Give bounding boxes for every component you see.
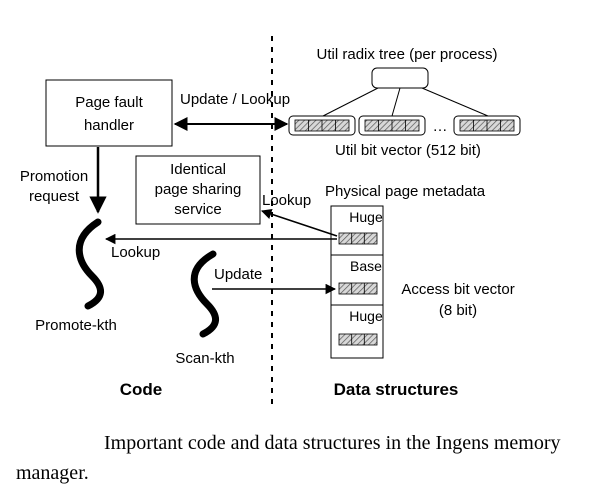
physical-page-metadata-label: Physical page metadata [325,183,486,200]
radix-edge-middle [391,87,401,117]
access-bit-vector-label-line1: Access bit vector [401,281,514,298]
promotion-request-line1: Promotion [20,168,88,185]
radix-tree-root-node [371,67,429,89]
promote-kth-label: Promote-kth [35,317,117,334]
lookup-sharing-arrow [261,209,338,237]
access-bit-vector-3 [338,333,378,346]
promotion-request-line2: request [29,188,80,205]
page-fault-handler-line2: handler [84,117,134,134]
util-bit-vector-ellipsis: … [433,118,448,135]
util-bit-vector-3 [453,115,521,136]
metadata-huge-1: Huge [349,209,383,225]
util-bit-vector-2 [358,115,426,136]
code-section-label: Code [120,380,163,399]
radix-edge-left [322,87,379,117]
radix-edge-right [421,87,489,117]
ingens-diagram: Page fault handler Identical page sharin… [20,36,521,408]
promote-kth-thread [75,218,104,310]
metadata-base: Base [350,258,382,274]
scan-kth-label: Scan-kth [175,350,234,367]
lookup-promote-label: Lookup [111,244,160,261]
page-metadata-stack [330,205,384,359]
access-bit-vector-2 [338,282,378,295]
page-fault-handler-line1: Page fault [75,94,143,111]
update-scan-label: Update [214,266,262,283]
util-radix-tree-label: Util radix tree (per process) [317,46,498,63]
scan-kth-thread [190,250,219,338]
access-bit-vector-1 [338,232,378,245]
update-lookup-label: Update / Lookup [180,91,290,108]
metadata-huge-2: Huge [349,308,383,324]
page-sharing-service-box [135,155,261,225]
lookup-sharing-label: Lookup [262,192,311,209]
figure-caption: Important code and data structures in th… [16,432,561,484]
page-fault-handler-box [45,79,173,147]
page-sharing-line1: Identical [170,161,226,178]
access-bit-vector-label-line2: (8 bit) [439,302,477,319]
page-sharing-line3: service [174,201,222,218]
util-bit-vector-label: Util bit vector (512 bit) [335,142,481,159]
data-structures-section-label: Data structures [334,380,459,399]
util-bit-vector-1 [288,115,356,136]
page-sharing-line2: page sharing [155,181,242,198]
